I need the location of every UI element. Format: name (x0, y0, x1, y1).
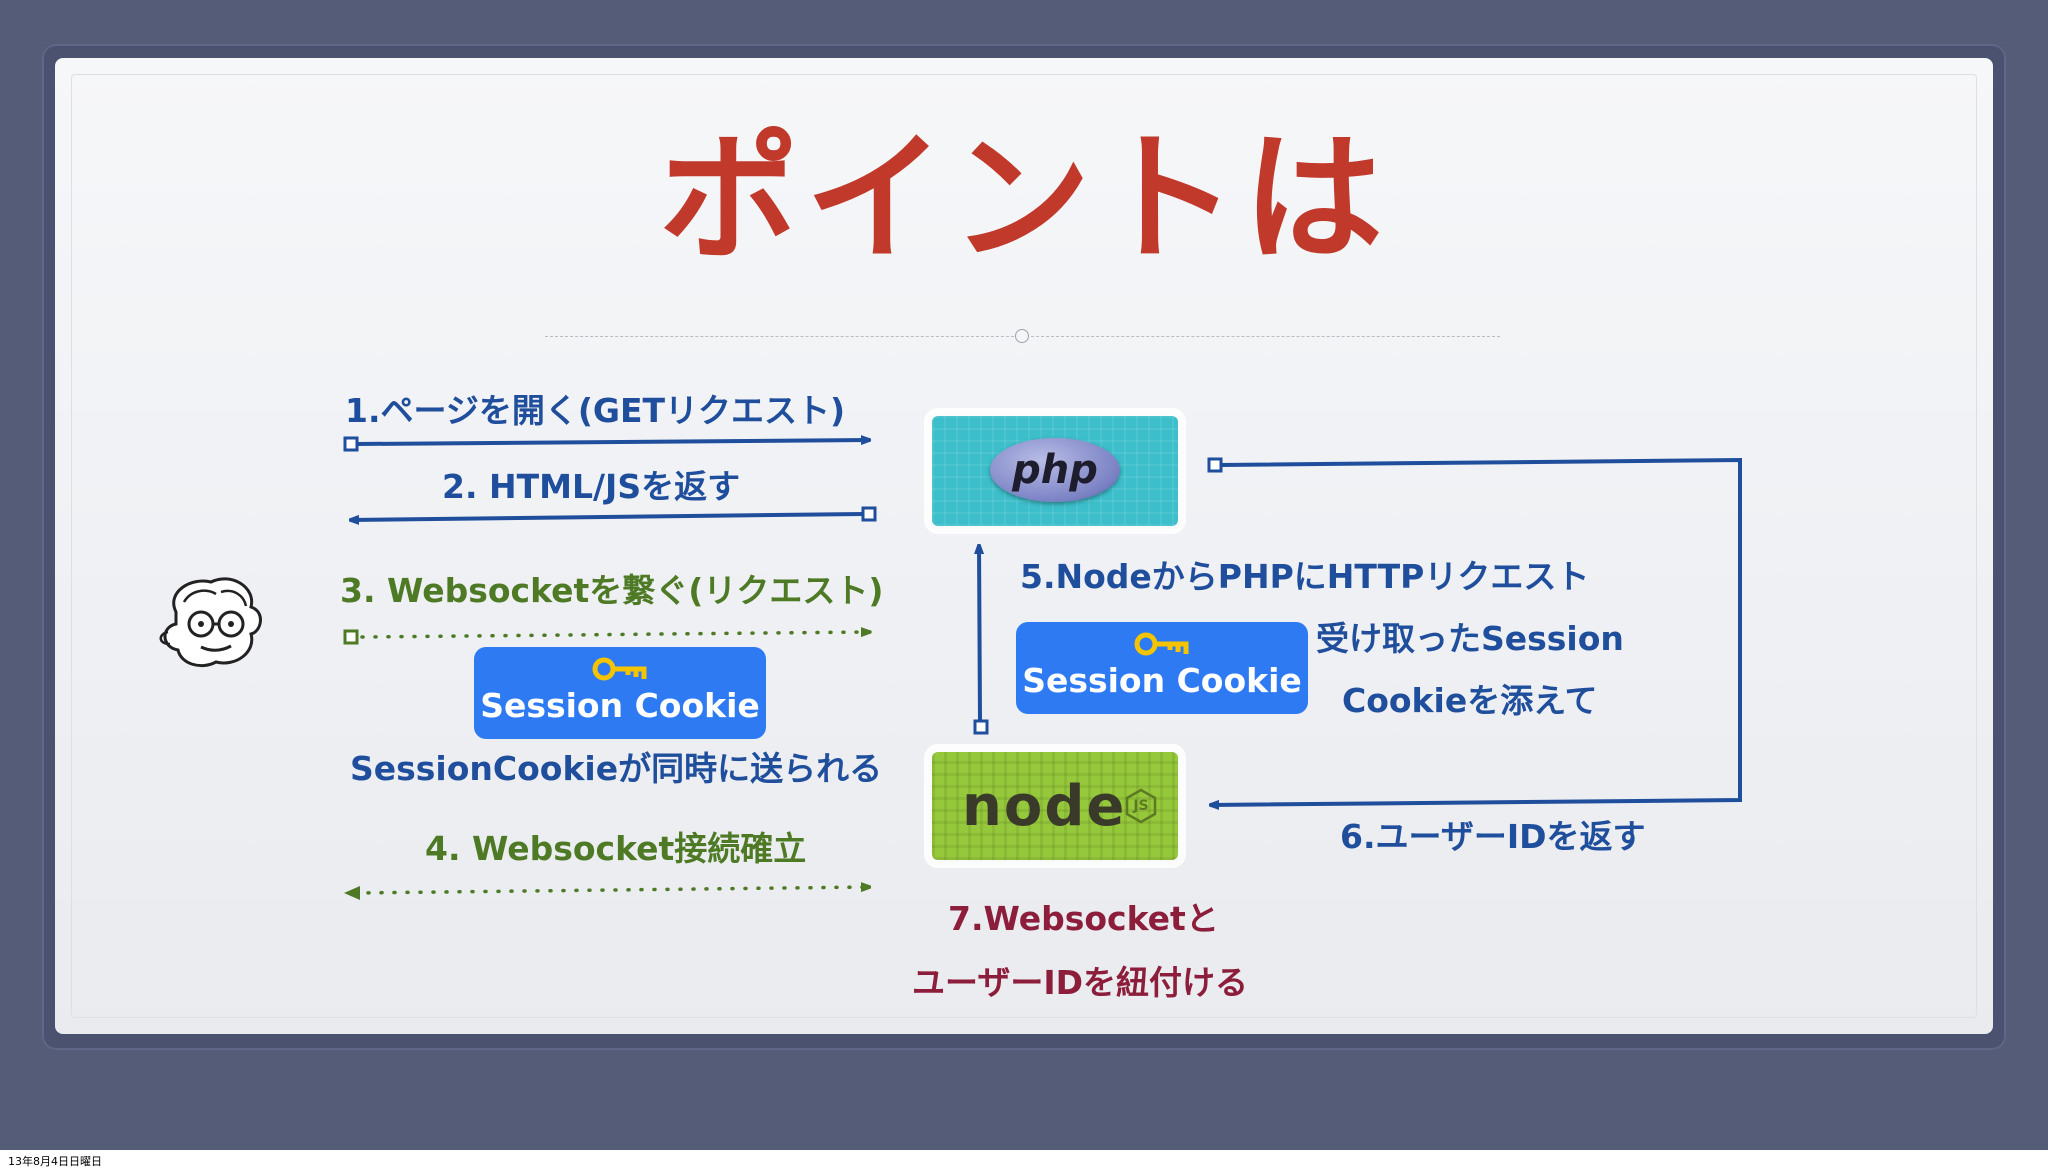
step5-label: 5.NodeからPHPにHTTPリクエスト (1020, 557, 1590, 596)
step5-note-line2: Cookieを添えて (1342, 681, 1598, 720)
step3-label: 3. Websocketを繋ぐ(リクエスト) (340, 571, 884, 610)
step4-label: 4. Websocket接続確立 (425, 829, 807, 868)
step7-label-line2: ユーザーIDを紐付ける (912, 963, 1249, 1002)
arrow-step4 (344, 886, 872, 900)
footer-timestamp: 13年8月4日日曜日 (8, 1155, 102, 1168)
slide-inner-border (71, 74, 1977, 1018)
person-face-icon (159, 577, 262, 667)
slide (55, 58, 1993, 1034)
node-js-text: JS (1133, 798, 1149, 814)
php-logo-text: php (1012, 447, 1098, 493)
session-cookie-badge-left: Session Cookie (474, 647, 766, 739)
node-logo-text: node (962, 774, 1127, 839)
divider-dot (1015, 329, 1029, 343)
key-icon (1134, 632, 1189, 656)
arrow-step2 (350, 506, 877, 520)
php-server-card: php (932, 416, 1178, 526)
slide-title: ポイントは (658, 118, 1389, 281)
arrow-step3 (343, 631, 872, 645)
footer-strip (0, 1150, 2048, 1173)
step5-note-line1: 受け取ったSession (1316, 619, 1624, 658)
key-icon (592, 657, 647, 681)
step7-label-line1: 7.Websocketと (948, 899, 1219, 938)
step6-label: 6.ユーザーIDを返す (1340, 817, 1646, 856)
session-cookie-badge-right: Session Cookie (1016, 622, 1308, 714)
arrow-step6 (1207, 457, 1742, 805)
php-logo: php (990, 438, 1120, 502)
session-cookie-text-right: Session Cookie (1022, 661, 1302, 700)
node-js-hexagon-icon (1125, 788, 1157, 824)
arrow-step1 (343, 438, 870, 452)
node-server-card: node JS (932, 752, 1178, 860)
step2-label: 2. HTML/JSを返す (442, 467, 741, 506)
step1-label: 1.ページを開く(GETリクエスト) (345, 391, 846, 430)
session-cookie-text-left: Session Cookie (480, 686, 760, 725)
arrow-step5 (973, 545, 989, 735)
step3-note: SessionCookieが同時に送られる (350, 749, 883, 788)
